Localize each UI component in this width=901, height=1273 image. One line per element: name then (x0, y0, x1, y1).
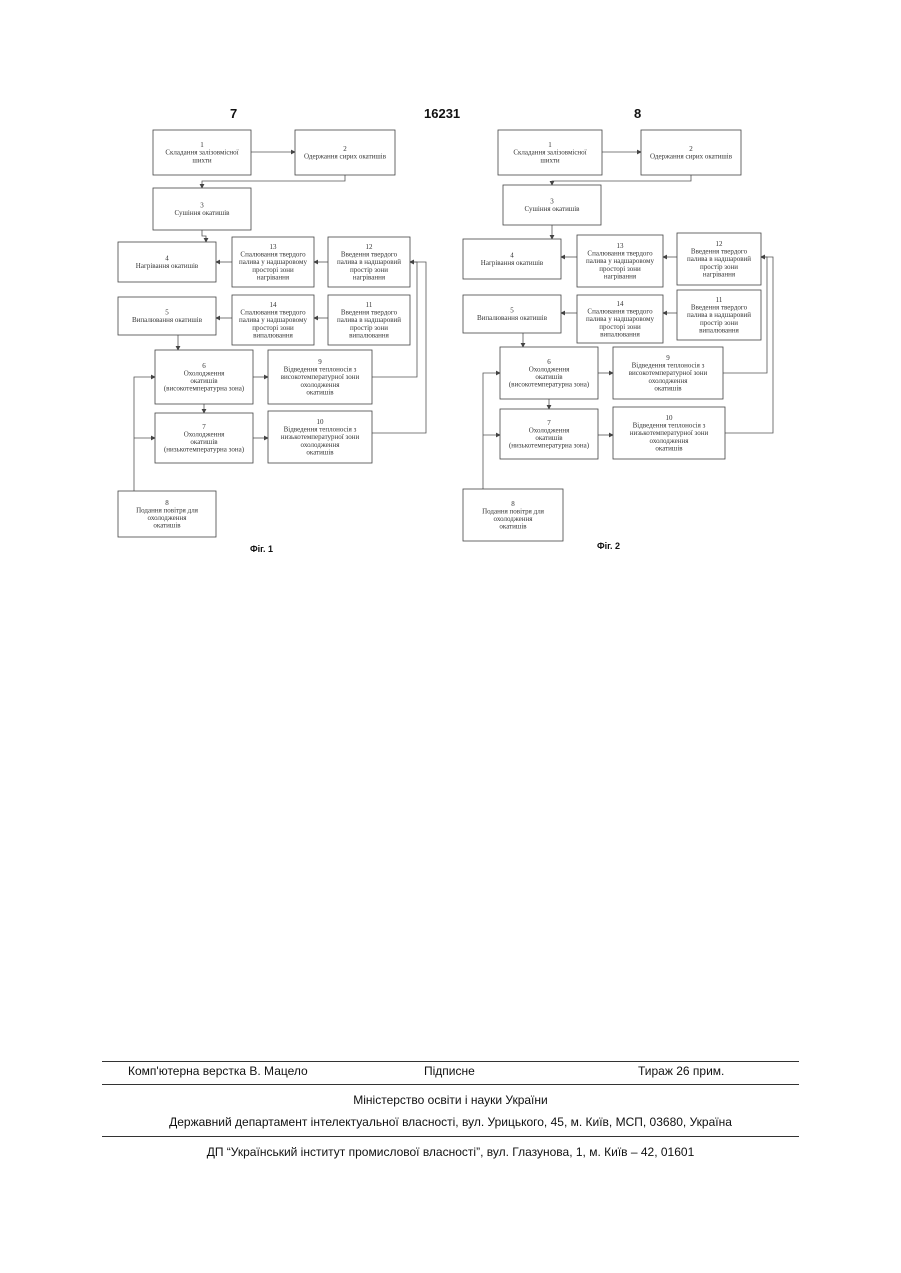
department-address: Державний департамент інтелектуальної вл… (102, 1115, 799, 1129)
flow-step-3: 3Сушіння окатишів (153, 188, 251, 230)
flow-step-5: 5Випалювання окатишів (118, 297, 216, 335)
flow-step-8: 8Подання повітря дляохолодженняокатишів (463, 489, 563, 541)
flow-step-8: 8Подання повітря дляохолодженняокатишів (118, 491, 216, 537)
flow-step-text: випалювання (699, 326, 740, 334)
flow-step-text: (низькотемпературна зона) (164, 446, 245, 454)
flow-connector (552, 175, 691, 185)
flow-step-text: випалювання (600, 330, 641, 338)
flow-step-12: 12Введення твердогопалива в надшаровийпр… (677, 233, 761, 285)
flow-step-10: 10Відведення теплоносія знизькотемперату… (613, 407, 725, 459)
layout-credit: Комп'ютерна верстка В. Мацело (128, 1064, 308, 1078)
flow-step-text: окатишів (306, 388, 334, 396)
flow-step-text: нагрівання (353, 273, 386, 281)
flow-step-2: 2Одержання сирих окатишів (641, 130, 741, 175)
flow-step-text: нагрівання (257, 273, 290, 281)
flow-step-9: 9Відведення теплоносія звисокотемператур… (613, 347, 723, 399)
flow-step-text: Сушіння окатишів (525, 205, 581, 213)
flow-step-4: 4Нагрівання окатишів (463, 239, 561, 279)
flow-connector (483, 373, 500, 489)
footer-rule-bottom (102, 1136, 799, 1137)
flow-step-5: 5Випалювання окатишів (463, 295, 561, 333)
flow-step-text: шихти (540, 156, 560, 164)
flow-step-text: (високотемпературна зона) (509, 381, 590, 389)
flow-step-text: (високотемпературна зона) (164, 385, 245, 393)
flow-step-1: 1Складання залізовмісноїшихти (498, 130, 602, 175)
flow-step-4: 4Нагрівання окатишів (118, 242, 216, 282)
figure-1-caption: Фіг. 1 (250, 544, 273, 554)
flow-step-text: нагрівання (703, 270, 736, 278)
figure-2-flowchart: 1Складання залізовмісноїшихти 2Одержання … (455, 125, 785, 545)
flow-step-text: Одержання сирих окатишів (304, 153, 387, 161)
circulation: Тираж 26 прим. (638, 1064, 724, 1078)
flow-step-text: окатишів (153, 522, 181, 530)
flow-step-10: 10Відведення теплоносія знизькотемперату… (268, 411, 372, 463)
ministry-name: Міністерство освіти і науки України (102, 1093, 799, 1107)
flow-step-text: Випалювання окатишів (132, 316, 203, 324)
figure-1-diagram: 1Складання залізовмісноїшихти 2Одержання … (110, 125, 435, 540)
flow-connector (202, 175, 345, 188)
figure-2-caption: Фіг. 2 (597, 541, 620, 551)
flow-step-text: Одержання сирих окатишів (650, 153, 733, 161)
flow-connector (372, 262, 426, 433)
institute-address: ДП “Український інститут промислової вла… (102, 1145, 799, 1159)
flow-step-11: 11Введення твердогопалива в надшаровийпр… (677, 290, 761, 340)
flow-step-text: Випалювання окатишів (477, 314, 548, 322)
flow-step-3: 3Сушіння окатишів (503, 185, 601, 225)
footer-rule-middle (102, 1084, 799, 1085)
left-page-number: 7 (230, 106, 237, 121)
flow-step-text: (низькотемпературна зона) (509, 442, 590, 450)
flow-step-text: окатишів (655, 444, 683, 452)
flow-step-6: 6Охолодженняокатишів(високотемпературна … (500, 347, 598, 399)
flow-step-text: випалювання (349, 331, 390, 339)
flow-step-13: 13Спалювання твердогопалива у надшаровом… (577, 235, 663, 287)
flow-step-text: нагрівання (604, 272, 637, 280)
flow-connector (134, 377, 155, 491)
flow-step-9: 9Відведення теплоносія звисокотемператур… (268, 350, 372, 404)
flow-step-text: Нагрівання окатишів (481, 259, 544, 267)
flow-step-2: 2Одержання сирих окатишів (295, 130, 395, 175)
flow-step-text: шихти (192, 156, 212, 164)
flow-step-7: 7Охолодженняокатишів(низькотемпературна … (500, 409, 598, 459)
flow-step-text: окатишів (499, 523, 527, 531)
flow-connector (202, 230, 206, 242)
flow-step-text: Сушіння окатишів (175, 209, 231, 217)
flow-step-13: 13Спалювання твердогопалива у надшаровом… (232, 237, 314, 287)
flow-step-12: 12Введення твердогопалива в надшаровийпр… (328, 237, 410, 287)
signed-label: Підписне (424, 1064, 475, 1078)
flow-step-text: Нагрівання окатишів (136, 262, 199, 270)
flow-step-text: окатишів (654, 384, 682, 392)
flow-step-1: 1Складання залізовмісноїшихти (153, 130, 251, 175)
footer-rule-top (102, 1061, 799, 1062)
flow-step-text: окатишів (306, 448, 334, 456)
figure-2-diagram: 1Складання залізовмісноїшихти 2Одержання … (455, 125, 785, 545)
flow-step-7: 7Охолодженняокатишів(низькотемпературна … (155, 413, 253, 463)
flow-step-14: 14Спалювання твердогопалива у надшаровом… (577, 295, 663, 343)
patent-number: 16231 (424, 106, 460, 121)
flow-step-14: 14Спалювання твердогопалива у надшаровом… (232, 295, 314, 345)
flow-step-text: випалювання (253, 331, 294, 339)
figure-1-flowchart: 1Складання залізовмісноїшихти 2Одержання … (110, 125, 435, 540)
flow-step-6: 6Охолодженняокатишів(високотемпературна … (155, 350, 253, 404)
flow-step-11: 11Введення твердогопалива в надшаровийпр… (328, 295, 410, 345)
right-page-number: 8 (634, 106, 641, 121)
